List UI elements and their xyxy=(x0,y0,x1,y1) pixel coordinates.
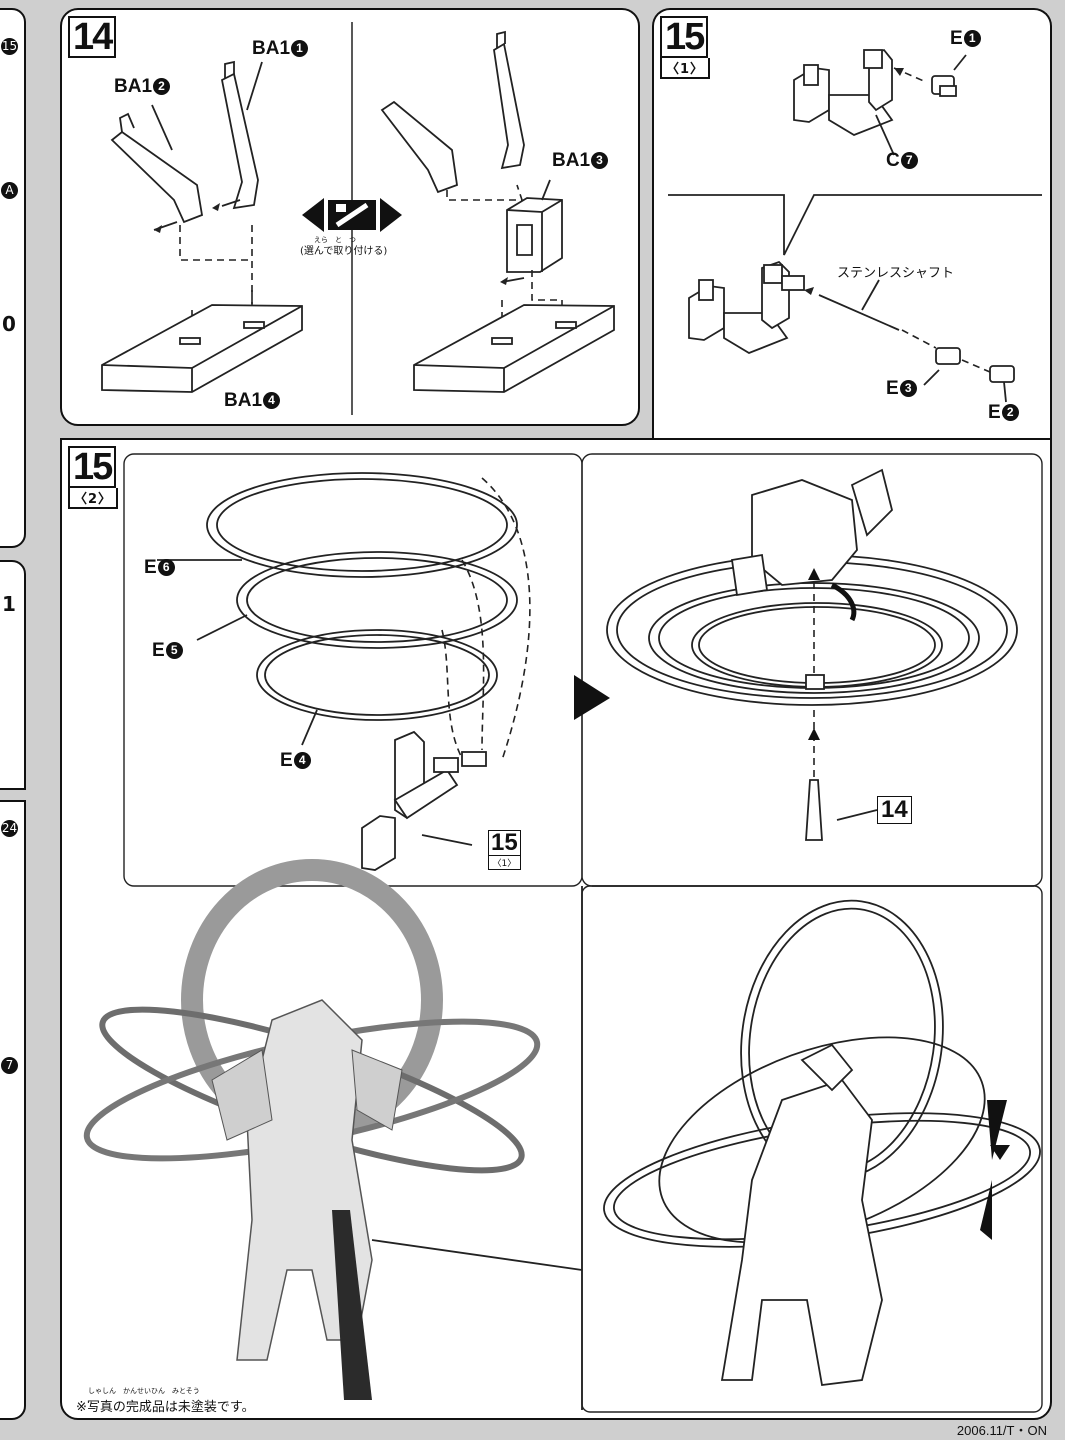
step-15-2-illustration xyxy=(83,453,1043,1413)
photo-note: ※写真の完成品は未塗装です。 xyxy=(76,1400,255,1415)
photo-note-ruby: しゃしん かんせいひん みとそう xyxy=(88,1387,200,1395)
left-marker-5: 24 xyxy=(1,820,18,837)
choice-note-ruby: えら と つ xyxy=(314,236,356,244)
step-15-2-panel: 15 〈2〉 xyxy=(60,438,1052,1420)
step-14-panel: 14 xyxy=(60,8,640,426)
left-marker-1: 15 xyxy=(1,38,18,55)
step-15-1-illustration xyxy=(668,48,1042,403)
ba1-2-arm xyxy=(110,112,204,224)
left-marker-4: 1 xyxy=(2,592,16,616)
left-marker-6: 7 xyxy=(1,1057,18,1074)
ref-step-15-1: 15 〈1〉 xyxy=(488,830,521,870)
step-15-1-sub: 〈1〉 xyxy=(660,58,711,79)
step-15-1-number: 15 xyxy=(660,16,709,58)
left-page-strip: 15 A 0 1 24 7 xyxy=(0,0,28,1420)
left-marker-2: A xyxy=(1,182,18,199)
step-14-number: 14 xyxy=(68,16,117,58)
choose-arrows-icon xyxy=(302,198,402,232)
ba1-1-arm xyxy=(220,60,259,210)
left-marker-3: 0 xyxy=(2,312,16,336)
label-shaft: ステンレスシャフト xyxy=(837,266,955,281)
step-15-2-sub: 〈2〉 xyxy=(68,488,119,509)
footer-code: 2006.11/T・ON xyxy=(956,1423,1047,1438)
step-15-2-number: 15 xyxy=(68,446,117,488)
choice-note: (選んで取り付ける) xyxy=(300,246,388,257)
step-14-illustration xyxy=(101,22,615,415)
ref-step-14: 14 xyxy=(877,796,912,824)
